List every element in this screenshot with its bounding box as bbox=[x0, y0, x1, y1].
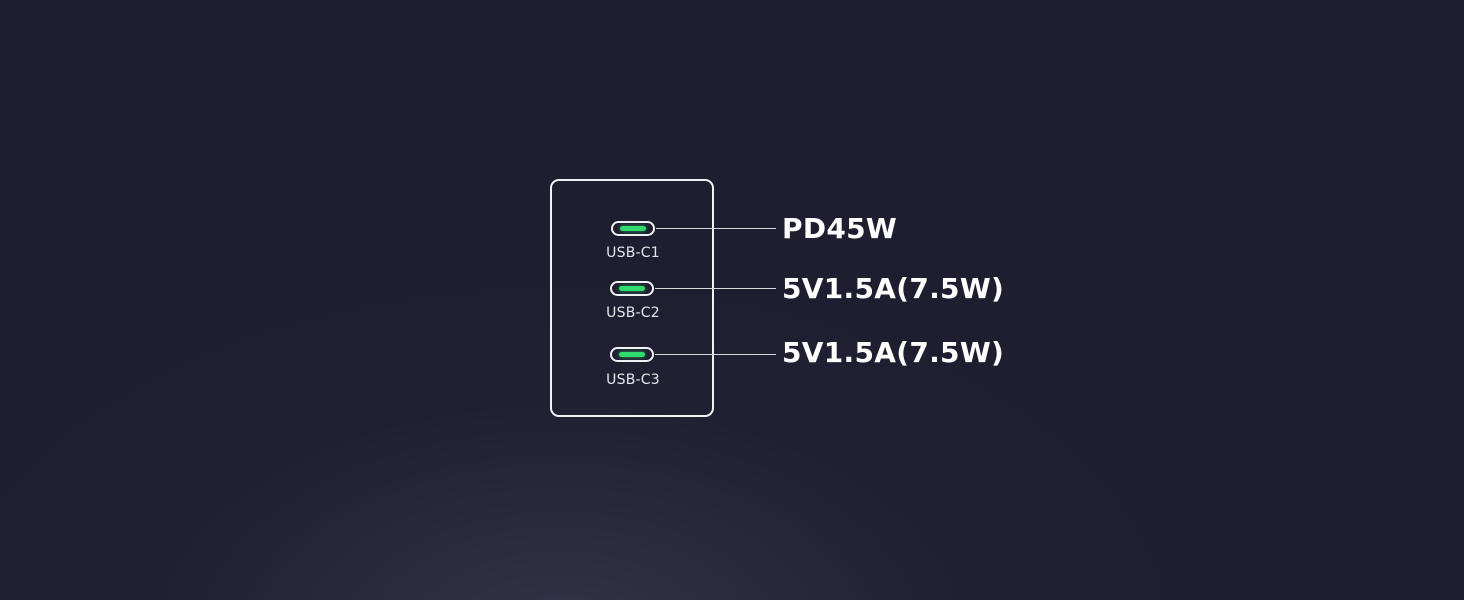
port-label-usb-c3: USB-C3 bbox=[606, 372, 660, 388]
port-led-indicator bbox=[619, 352, 645, 357]
port-label-usb-c1: USB-C1 bbox=[606, 245, 660, 261]
port-spec-usb-c1: PD45W bbox=[782, 212, 898, 245]
port-spec-usb-c3: 5V1.5A(7.5W) bbox=[782, 336, 1005, 369]
port-led-indicator bbox=[619, 286, 645, 291]
leader-line-2 bbox=[655, 288, 776, 289]
usb-c-port-icon bbox=[611, 221, 655, 236]
charger-outline bbox=[550, 179, 714, 417]
leader-line-1 bbox=[656, 228, 776, 229]
usb-c-port-icon bbox=[610, 281, 654, 296]
port-spec-usb-c2: 5V1.5A(7.5W) bbox=[782, 272, 1005, 305]
leader-line-3 bbox=[655, 354, 776, 355]
usb-c-port-icon bbox=[610, 347, 654, 362]
port-led-indicator bbox=[620, 226, 646, 231]
port-label-usb-c2: USB-C2 bbox=[606, 305, 660, 321]
